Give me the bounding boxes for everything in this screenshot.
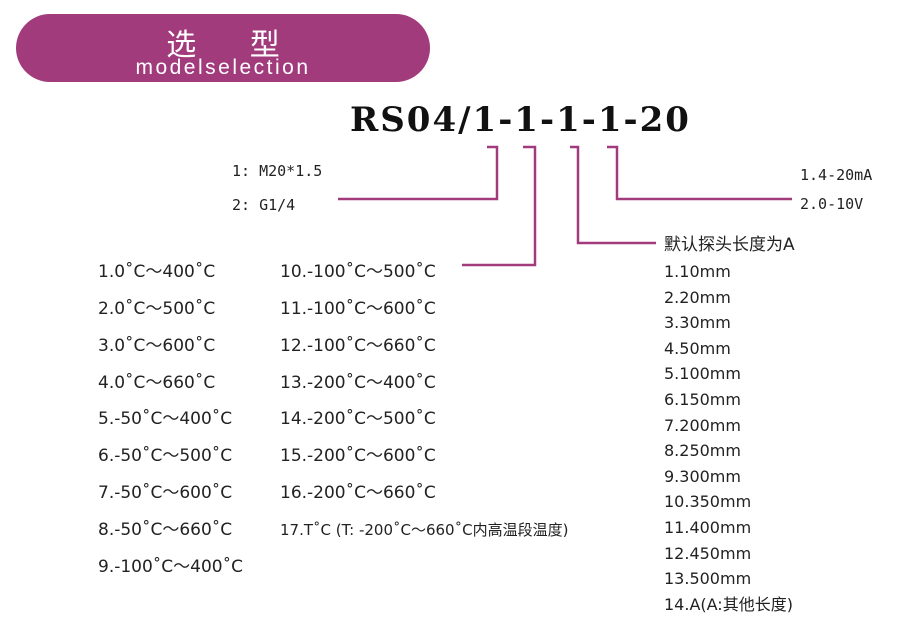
length-item: 13.500mm (664, 569, 752, 589)
connector-output (607, 145, 792, 201)
range-item: 5.-50˚C～400˚C (98, 409, 233, 429)
output-option-1: 1.4-20mA (800, 166, 873, 184)
length-item: 5.100mm (664, 364, 741, 384)
model-code: RS04/1-1-1-1-20 (350, 100, 691, 140)
length-item: 1.10mm (664, 262, 731, 281)
range-item: 10.-100˚C～500˚C (280, 262, 436, 282)
length-item: 4.50mm (664, 338, 731, 358)
range-item: 4.0˚C～660˚C (98, 373, 216, 393)
range-item: 13.-200˚C～400˚C (280, 373, 436, 393)
connector-length (570, 145, 656, 245)
length-item: 14.A(A:其他长度) (664, 594, 793, 614)
connector-range (462, 145, 537, 267)
header-banner: 选 型 modelselection (16, 14, 430, 82)
range-item: 17.T˚C (T: -200˚C～660˚C内高温段温度) (280, 521, 569, 539)
range-item: 8.-50˚C～660˚C (98, 520, 233, 540)
thread-option-1: 1: M20*1.5 (232, 162, 323, 180)
range-item: 11.-100˚C～600˚C (280, 299, 436, 319)
length-item: 6.150mm (664, 390, 741, 409)
banner-title-en: modelselection (135, 56, 311, 79)
range-item: 7.-50˚C～600˚C (98, 483, 233, 503)
length-item: 8.250mm (664, 441, 741, 461)
range-item: 16.-200˚C～660˚C (280, 483, 436, 503)
range-item: 1.0˚C～400˚C (98, 262, 216, 282)
length-item: 10.350mm (664, 492, 752, 512)
range-item: 6.-50˚C～500˚C (98, 446, 233, 466)
range-item: 14.-200˚C～500˚C (280, 409, 436, 429)
thread-option-2: 2: G1/4 (232, 196, 296, 214)
range-item: 3.0˚C～600˚C (98, 336, 216, 356)
banner-title-cn: 选 型 (166, 28, 302, 63)
length-item: 9.300mm (664, 466, 741, 486)
length-item: 12.450mm (664, 543, 752, 563)
range-item: 2.0˚C～500˚C (98, 299, 216, 319)
length-item: 3.30mm (664, 313, 731, 333)
range-item: 15.-200˚C～600˚C (280, 446, 436, 466)
range-item: 12.-100˚C～660˚C (280, 336, 436, 356)
range-item: 9.-100˚C～400˚C (98, 557, 243, 577)
length-item: 2.20mm (664, 287, 731, 307)
length-item: 11.400mm (664, 518, 752, 537)
output-option-2: 2.0-10V (800, 195, 864, 213)
connector-thread (338, 145, 499, 201)
length-item: 7.200mm (664, 415, 741, 435)
length-title: 默认探头长度为A (664, 235, 795, 255)
